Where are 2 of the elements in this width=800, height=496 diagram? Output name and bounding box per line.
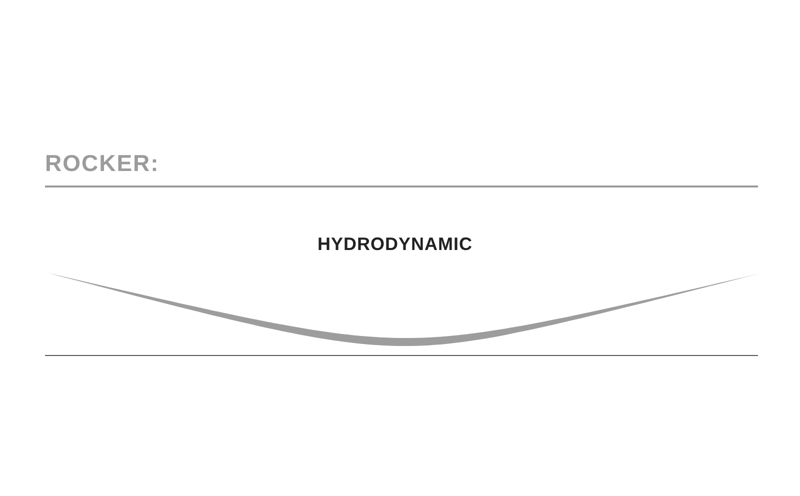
rocker-type-label: HYDRODYNAMIC xyxy=(316,234,474,255)
heading: ROCKER: xyxy=(45,150,160,177)
